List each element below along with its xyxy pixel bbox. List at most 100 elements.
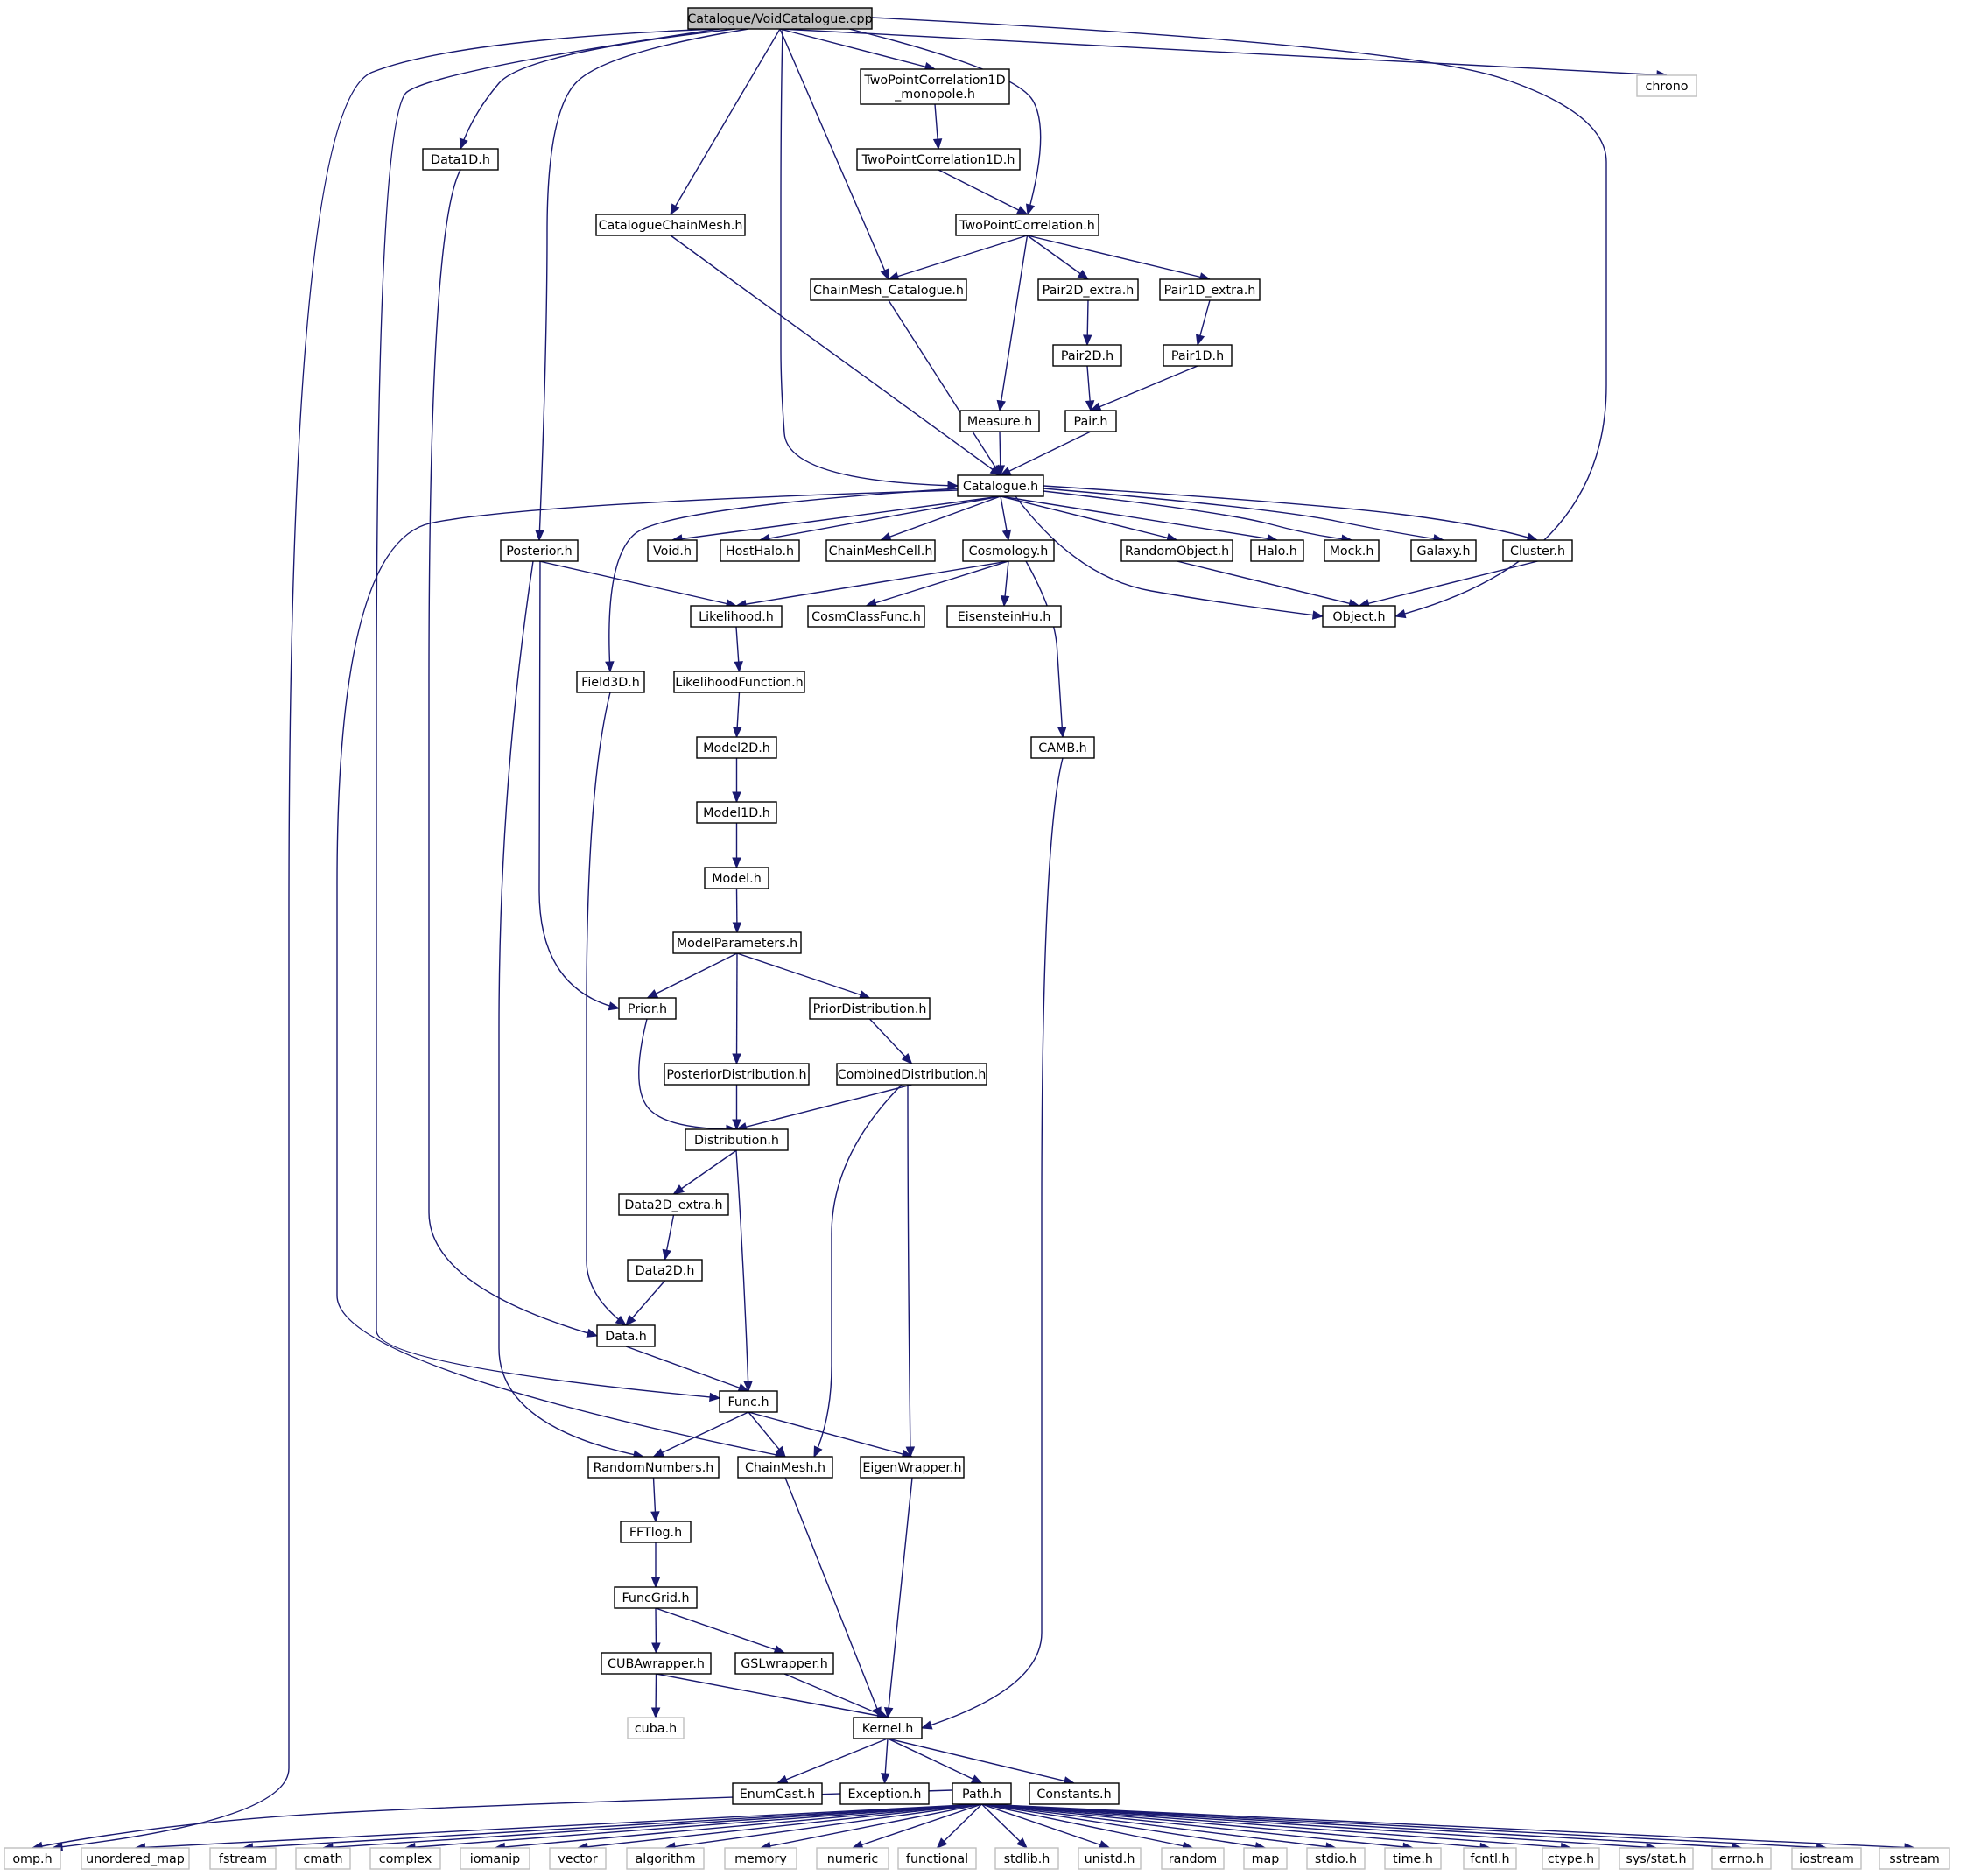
node-void-h[interactable]: Void.h	[647, 539, 698, 562]
edge-line	[848, 28, 1042, 215]
node-combineddistribution-h[interactable]: CombinedDistribution.h	[836, 1063, 987, 1086]
node-object-h[interactable]: Object.h	[1322, 605, 1396, 628]
node-box	[81, 1847, 190, 1870]
node-label: ctype.h	[1548, 1852, 1594, 1866]
node-gslwrapper-h[interactable]: GSLwrapper.h	[734, 1652, 834, 1675]
node-catalogue-voidcatalogue-cpp[interactable]: Catalogue/VoidCatalogue.cpp	[687, 7, 873, 30]
node-galaxy-h[interactable]: Galaxy.h	[1410, 539, 1477, 562]
node-path-h[interactable]: Path.h	[952, 1782, 1012, 1805]
node-memory[interactable]: memory	[724, 1847, 797, 1870]
edge-line	[577, 1803, 982, 1849]
node-cataloguechainmesh-h[interactable]: CatalogueChainMesh.h	[595, 214, 746, 236]
node-eigenwrapper-h[interactable]: EigenWrapper.h	[860, 1456, 965, 1479]
node-label-line: TwoPointCorrelation1D	[863, 74, 1005, 88]
node-cosmclassfunc-h[interactable]: CosmClassFunc.h	[807, 605, 925, 628]
node-model1d-h[interactable]: Model1D.h	[696, 801, 777, 824]
edge-line	[981, 1803, 1110, 1849]
node-catalogue-h[interactable]: Catalogue.h	[957, 474, 1044, 497]
node-fstream[interactable]: fstream	[209, 1847, 277, 1870]
node-box	[618, 1193, 729, 1216]
node-camb-h[interactable]: CAMB.h	[1030, 736, 1095, 759]
node-chrono[interactable]: chrono	[1636, 74, 1697, 97]
node-chainmeshcell-h[interactable]: ChainMeshCell.h	[825, 539, 936, 562]
node-kernel-h[interactable]: Kernel.h	[853, 1717, 923, 1739]
edge-line	[887, 1738, 982, 1784]
node-eisensteinhu-h[interactable]: EisensteinHu.h	[946, 605, 1062, 628]
node-unordered-map[interactable]: unordered_map	[81, 1847, 190, 1870]
node-randomobject-h[interactable]: RandomObject.h	[1120, 539, 1233, 562]
edge-line	[887, 1738, 1075, 1784]
node-measure-h[interactable]: Measure.h	[959, 410, 1040, 432]
edge-tpc1dmono-to-tpc1d	[932, 103, 943, 151]
node-complex[interactable]: complex	[369, 1847, 441, 1870]
node-time-h[interactable]: time.h	[1384, 1847, 1442, 1870]
node-box	[860, 68, 1010, 105]
node-randomnumbers-h[interactable]: RandomNumbers.h	[587, 1456, 720, 1479]
node-vector[interactable]: vector	[549, 1847, 607, 1870]
node-enumcast-h[interactable]: EnumCast.h	[732, 1782, 823, 1805]
node-algorithm[interactable]: algorithm	[626, 1847, 705, 1870]
node-sys-stat-h[interactable]: sys/stat.h	[1619, 1847, 1694, 1870]
node-data-h[interactable]: Data.h	[596, 1324, 656, 1347]
node-fftlog-h[interactable]: FFTlog.h	[620, 1521, 692, 1543]
node-map[interactable]: map	[1243, 1847, 1288, 1870]
node-numeric[interactable]: numeric	[816, 1847, 889, 1870]
node-unistd-h[interactable]: unistd.h	[1078, 1847, 1142, 1870]
node-pair-h[interactable]: Pair.h	[1064, 410, 1117, 432]
node-func-h[interactable]: Func.h	[719, 1390, 778, 1413]
edge-kernel-to-path	[887, 1738, 983, 1784]
node-ctype-h[interactable]: ctype.h	[1542, 1847, 1600, 1870]
node-random[interactable]: random	[1161, 1847, 1225, 1870]
node-hosthalo-h[interactable]: HostHalo.h	[720, 539, 800, 562]
node-twopointcorrelation1d-h[interactable]: TwoPointCorrelation1D.h	[856, 148, 1021, 171]
node-errno-h[interactable]: errno.h	[1711, 1847, 1772, 1870]
node-pair1d-h[interactable]: Pair1D.h	[1163, 344, 1233, 367]
node-twopointcorrelation1d-monopole-h[interactable]: TwoPointCorrelation1D_monopole.h	[860, 68, 1010, 105]
node-data1d-h[interactable]: Data1D.h	[422, 148, 499, 171]
node-twopointcorrelation-h[interactable]: TwoPointCorrelation.h	[955, 214, 1099, 236]
node-mock-h[interactable]: Mock.h	[1324, 539, 1380, 562]
node-modelparameters-h[interactable]: ModelParameters.h	[672, 931, 802, 954]
node-pair2d-h[interactable]: Pair2D.h	[1052, 344, 1122, 367]
edge-arrowhead	[734, 661, 743, 673]
node-data2d-extra-h[interactable]: Data2D_extra.h	[618, 1193, 729, 1216]
node-chainmesh-catalogue-h[interactable]: ChainMesh_Catalogue.h	[810, 278, 967, 301]
node-prior-h[interactable]: Prior.h	[618, 997, 677, 1020]
node-posterior-h[interactable]: Posterior.h	[500, 539, 579, 562]
node-iomanip[interactable]: iomanip	[460, 1847, 530, 1870]
node-funcgrid-h[interactable]: FuncGrid.h	[614, 1586, 698, 1609]
edge-arrowhead	[1311, 610, 1324, 620]
node-halo-h[interactable]: Halo.h	[1250, 539, 1304, 562]
node-model-h[interactable]: Model.h	[704, 867, 769, 889]
node-likelihoodfunction-h[interactable]: LikelihoodFunction.h	[673, 671, 805, 693]
node-label: Model2D.h	[703, 741, 770, 755]
node-iostream[interactable]: iostream	[1791, 1847, 1862, 1870]
node-data2d-h[interactable]: Data2D.h	[627, 1259, 703, 1282]
node-pair1d-extra-h[interactable]: Pair1D_extra.h	[1159, 278, 1261, 301]
node-cosmology-h[interactable]: Cosmology.h	[962, 539, 1055, 562]
node-likelihood-h[interactable]: Likelihood.h	[690, 605, 783, 628]
node-priordistribution-h[interactable]: PriorDistribution.h	[809, 997, 931, 1020]
node-posteriordistribution-h[interactable]: PosteriorDistribution.h	[664, 1063, 810, 1086]
node-exception-h[interactable]: Exception.h	[839, 1782, 930, 1805]
node-field3d-h[interactable]: Field3D.h	[576, 671, 645, 693]
node-omp-h[interactable]: omp.h	[4, 1847, 61, 1870]
node-pair2d-extra-h[interactable]: Pair2D_extra.h	[1037, 278, 1139, 301]
node-cubawrapper-h[interactable]: CUBAwrapper.h	[601, 1652, 712, 1675]
node-label: Pair1D.h	[1171, 349, 1224, 363]
node-stdlib-h[interactable]: stdlib.h	[994, 1847, 1059, 1870]
node-distribution-h[interactable]: Distribution.h	[685, 1128, 789, 1151]
node-cuba-h[interactable]: cuba.h	[627, 1717, 685, 1739]
node-fcntl-h[interactable]: fcntl.h	[1463, 1847, 1517, 1870]
node-label: Cosmology.h	[969, 545, 1049, 559]
node-functional[interactable]: functional	[897, 1847, 977, 1870]
node-sstream[interactable]: sstream	[1879, 1847, 1950, 1870]
node-cluster-h[interactable]: Cluster.h	[1502, 539, 1573, 562]
edge-arrowhead	[743, 1381, 753, 1393]
node-model2d-h[interactable]: Model2D.h	[696, 736, 777, 759]
node-chainmesh-h[interactable]: ChainMesh.h	[737, 1456, 833, 1479]
node-constants-h[interactable]: Constants.h	[1029, 1782, 1120, 1805]
node-cmath[interactable]: cmath	[295, 1847, 351, 1870]
node-stdio-h[interactable]: stdio.h	[1306, 1847, 1366, 1870]
edge-arrowhead	[936, 1837, 948, 1849]
